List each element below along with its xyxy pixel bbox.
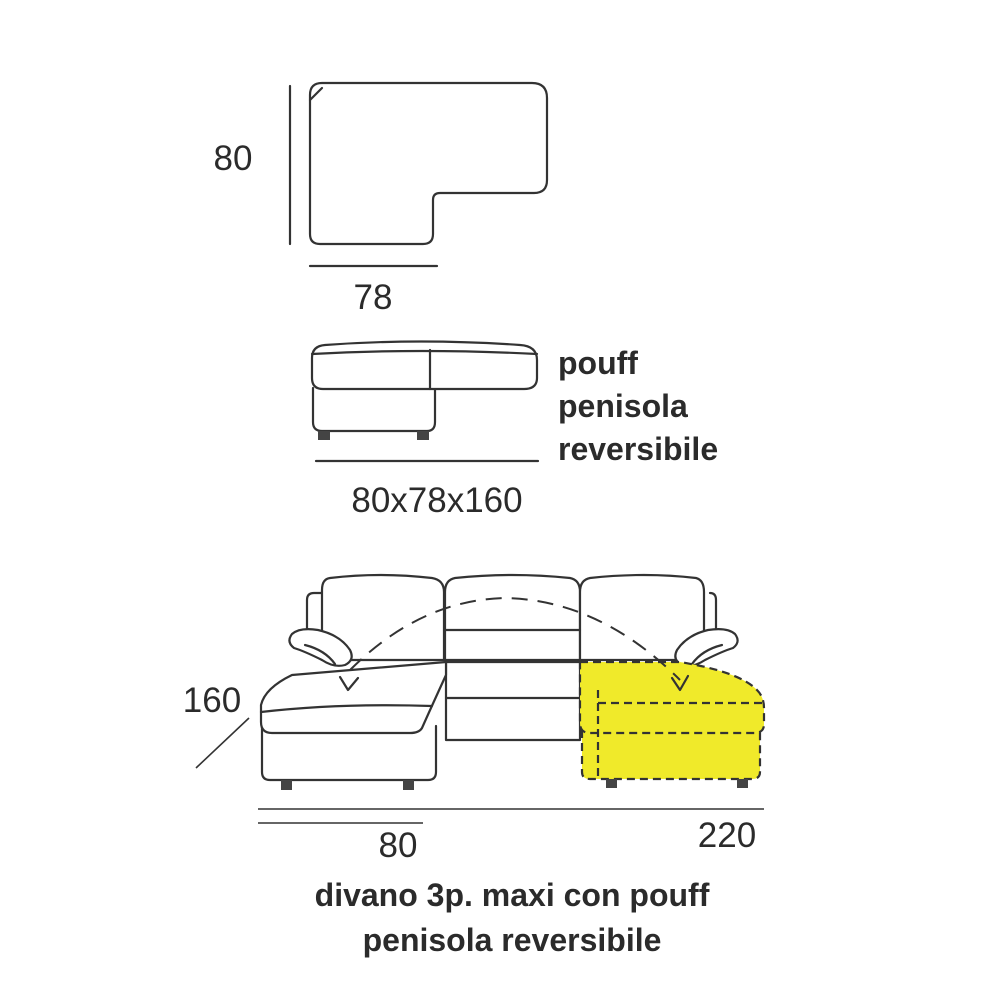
pouff-foot-right	[417, 431, 429, 440]
dim-height-label: 80	[214, 139, 253, 178]
chaise-left-base	[260, 724, 438, 782]
pouff-caption-line3: reversibile	[558, 431, 718, 467]
arrow-head-right	[670, 674, 690, 692]
backrest-center	[443, 573, 582, 662]
dim-depth-label: 160	[183, 681, 241, 720]
sofa-view: 160 80 220 divano 3p. maxi con pouff pen…	[183, 573, 766, 958]
pouff-side-view: 80x78x160 pouff penisola reversibile	[310, 340, 718, 520]
pouff-top-view: 80 78	[214, 81, 549, 317]
armrest-left-detail	[303, 643, 337, 666]
armrest-right-detail	[690, 643, 724, 666]
chaise-left-piping	[259, 704, 434, 714]
highlight-pouff-base	[580, 728, 762, 781]
seat-center	[444, 660, 582, 742]
pouff-caption-line2: penisola	[558, 388, 688, 424]
pouff-top-outline	[308, 81, 549, 246]
dim-total-label: 220	[698, 816, 756, 855]
dim-left-label: 80	[379, 826, 418, 865]
sofa-caption-line1: divano 3p. maxi con pouff	[315, 877, 710, 913]
pouff-dim-label: 80x78x160	[351, 481, 522, 520]
top-corner-detail	[308, 86, 324, 102]
backrest-right	[578, 573, 706, 662]
dim-width-label: 78	[354, 278, 393, 317]
armrest-left	[288, 628, 353, 667]
depth-dimension-line	[195, 717, 250, 769]
highlight-pouff-cushion	[578, 660, 766, 735]
sofa-caption-line2: penisola reversibile	[363, 922, 662, 958]
reversible-arc	[349, 596, 681, 681]
pouff-foot-left	[318, 431, 330, 440]
pouff-base	[311, 386, 437, 433]
cushion-piping	[310, 349, 539, 356]
highlight-foot-1	[606, 779, 617, 788]
pouff-cushion	[310, 340, 539, 391]
pouff-caption-line1: pouff	[558, 345, 638, 381]
highlight-foot-2	[737, 779, 748, 788]
arrow-head-left	[338, 675, 360, 692]
sofa-back-frame	[305, 591, 718, 642]
backrest-left	[320, 573, 446, 662]
chaise-left-cushion	[259, 660, 448, 735]
chaise-left-foot-2	[403, 780, 414, 790]
chaise-left-foot-1	[281, 780, 292, 790]
